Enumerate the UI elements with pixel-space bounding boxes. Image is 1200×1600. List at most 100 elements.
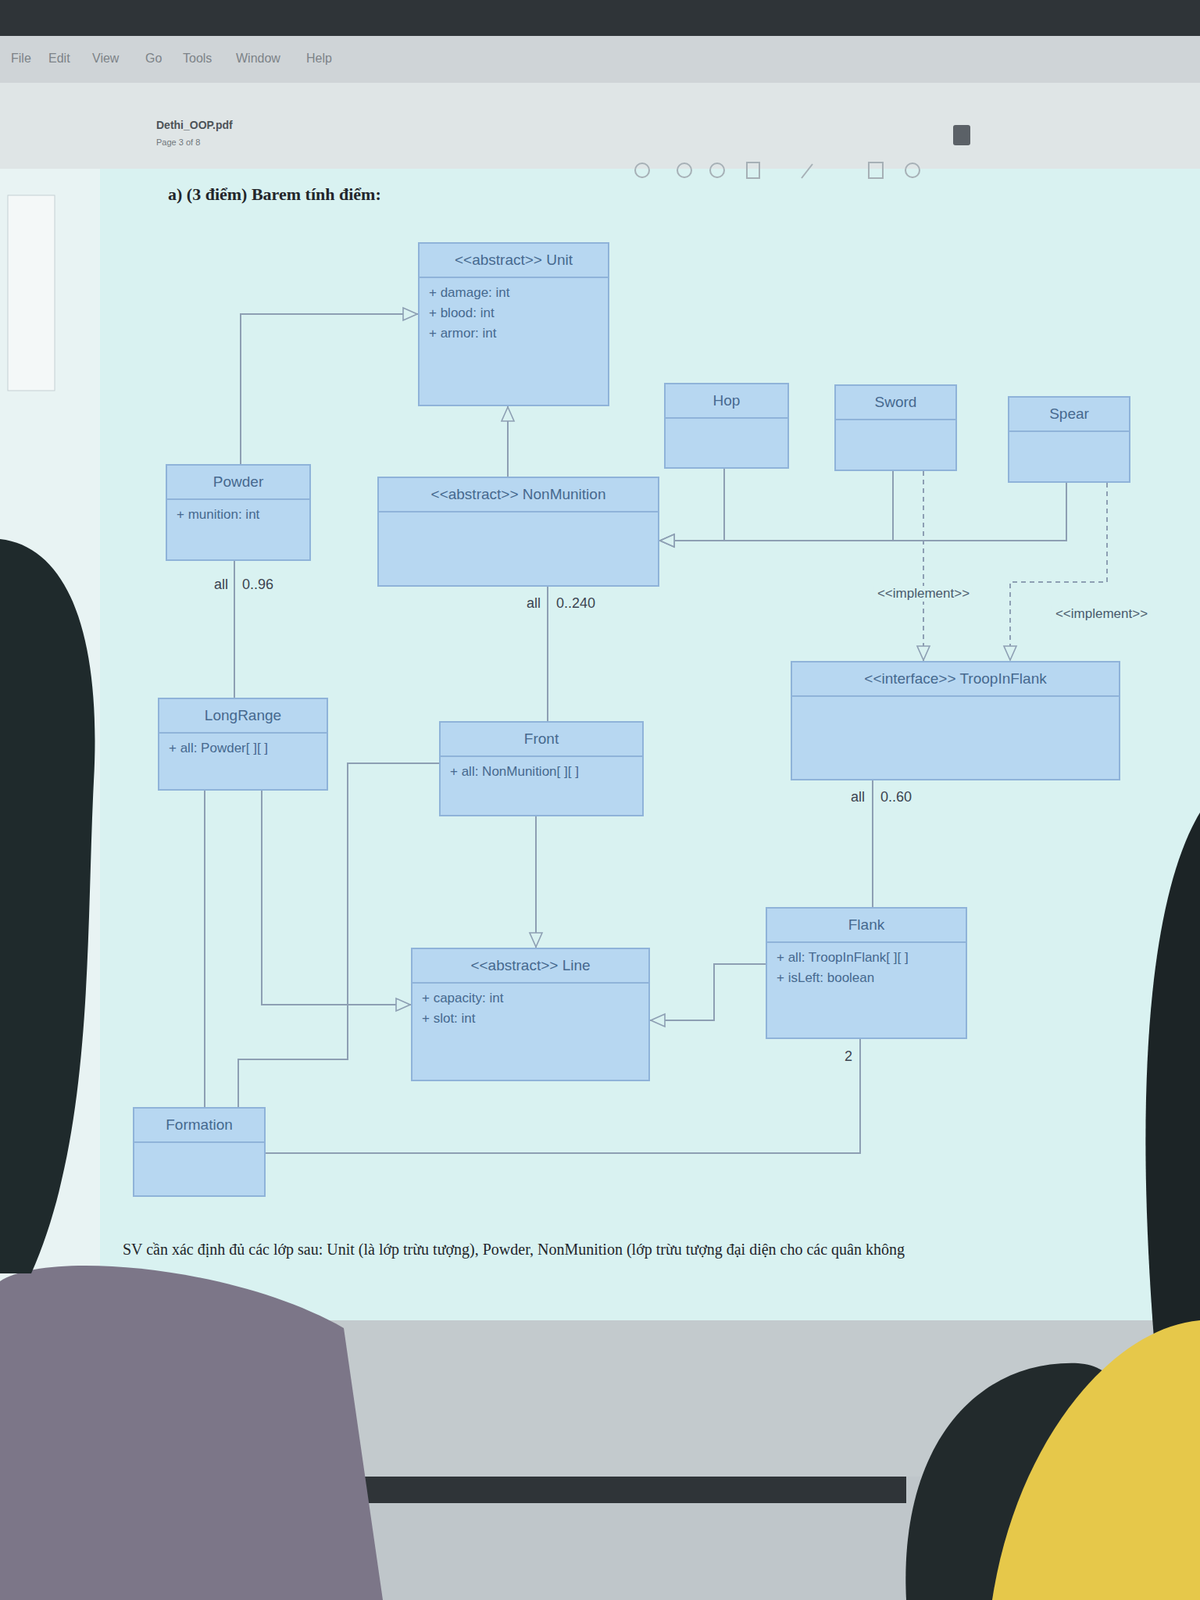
class-header: Hop	[665, 384, 788, 419]
class-attribute: + munition: int	[176, 507, 260, 523]
uml-class-box: <<abstract>> Line + capacity: int + slot: …	[410, 947, 650, 1082]
menu-bar	[0, 35, 1200, 83]
attribute-row: + all: TroopInFlank[ ][ ]	[776, 947, 957, 968]
class-name: <<abstract>> NonMunition	[431, 485, 607, 504]
class-name: <<interface>> TroopInFlank	[864, 670, 1047, 688]
realization-arrow	[922, 471, 925, 661]
stereotype-label: <<implement>>	[1052, 606, 1151, 622]
screen-bottom-bar	[359, 1476, 907, 1504]
class-attributes: + all: NonMunition[ ][ ]	[440, 757, 643, 815]
person-shirt	[992, 1320, 1200, 1600]
toolbar-icons	[635, 162, 920, 179]
class-attribute: + all: NonMunition[ ][ ]	[450, 764, 579, 780]
class-header: LongRange	[159, 699, 327, 734]
class-attribute: + capacity: int	[421, 990, 504, 1007]
uml-class-box: Sword	[834, 384, 958, 472]
class-attribute: + slot: int	[421, 1010, 476, 1027]
uml-class-box: Flank + all: TroopInFlank[ ][ ] + isLeft: …	[765, 907, 968, 1040]
role-name: all	[850, 789, 865, 806]
class-attributes	[378, 512, 658, 586]
menu-item: Edit	[48, 51, 71, 66]
realization-arrow	[1010, 482, 1108, 661]
attribute-row: + all: NonMunition[ ][ ]	[450, 761, 633, 783]
multiplicity: 2	[844, 1048, 853, 1065]
class-name: <<abstract>> Line	[470, 957, 590, 975]
menu-item: Window	[235, 51, 281, 66]
class-name: Powder	[213, 473, 264, 491]
class-name: <<abstract>> Unit	[454, 251, 573, 269]
toolbar	[0, 82, 1200, 169]
generalization-arrow	[659, 468, 725, 541]
generalization-arrow	[659, 482, 1067, 541]
menu-item: Go	[145, 51, 162, 66]
generalization-arrow	[659, 471, 893, 541]
uml-class-box: <<abstract>> Unit + damage: int + blood: i…	[417, 242, 610, 407]
generalization-arrow	[261, 790, 411, 1005]
role-name: all	[214, 576, 229, 593]
page-thumbnail	[7, 195, 55, 391]
class-header: Front	[440, 722, 643, 758]
class-attributes	[665, 418, 788, 468]
uml-class-box: Spear	[1007, 396, 1131, 483]
attribute-row: + armor: int	[428, 323, 599, 344]
attribute-row: + damage: int	[428, 282, 599, 304]
class-name: Formation	[165, 1116, 233, 1134]
class-name: Front	[524, 730, 559, 748]
class-header: <<abstract>> Unit	[419, 243, 608, 279]
class-attributes	[134, 1142, 265, 1196]
class-attribute: + isLeft: boolean	[776, 970, 875, 986]
class-attribute: + blood: int	[428, 305, 495, 322]
person-shirt	[0, 1265, 383, 1600]
uml-class-box: Formation	[132, 1107, 266, 1197]
generalization-arrow	[507, 406, 509, 477]
uml-class-box: Hop	[664, 382, 790, 469]
class-name: Spear	[1049, 405, 1090, 423]
class-attributes: + capacity: int + slot: int	[412, 983, 649, 1080]
uml-class-box: <<interface>> TroopInFlank	[790, 660, 1121, 781]
class-header: Spear	[1009, 397, 1129, 433]
attribute-row: + munition: int	[176, 504, 300, 525]
class-attributes	[792, 696, 1119, 779]
screen-top-band	[0, 0, 1200, 36]
uml-class-box: LongRange + all: Powder[ ][ ]	[157, 697, 329, 791]
attribute-row: + all: Powder[ ][ ]	[168, 738, 318, 759]
class-name: Flank	[848, 916, 885, 934]
association-line	[238, 763, 440, 1108]
class-header: Sword	[835, 385, 956, 421]
class-attributes: + all: Powder[ ][ ]	[159, 733, 327, 790]
uml-class-box: Powder + munition: int	[165, 464, 311, 561]
class-attributes	[1009, 432, 1129, 482]
class-attributes	[835, 420, 956, 470]
page-indicator: Page 3 of 8	[156, 137, 200, 147]
sidebar	[0, 168, 100, 1321]
class-header: Flank	[767, 908, 966, 943]
menu-item: View	[92, 51, 119, 66]
multiplicity: 0..60	[880, 789, 912, 806]
class-header: Formation	[134, 1108, 265, 1143]
section-title: a) (3 điểm) Barem tính điểm:	[167, 184, 382, 205]
multiplicity: 0..240	[556, 595, 596, 612]
generalization-arrow	[650, 964, 766, 1021]
attribute-row: + isLeft: boolean	[776, 967, 957, 989]
class-attribute: + all: Powder[ ][ ]	[168, 740, 268, 757]
class-header: <<interface>> TroopInFlank	[792, 662, 1119, 697]
class-attributes: + all: TroopInFlank[ ][ ] + isLeft: boole…	[767, 942, 966, 1038]
class-header: <<abstract>> NonMunition	[378, 478, 658, 513]
class-name: LongRange	[204, 707, 282, 725]
document-area	[0, 168, 1200, 1321]
role-name: all	[526, 595, 541, 612]
toolbar-icon	[953, 125, 971, 146]
generalization-arrow	[240, 314, 418, 465]
class-attribute: + damage: int	[428, 285, 511, 301]
person-hair	[0, 539, 96, 1274]
attribute-row: + slot: int	[421, 1008, 640, 1029]
association-line	[233, 560, 236, 698]
association-line	[871, 780, 874, 908]
generalization-arrow	[535, 816, 537, 948]
association-line	[203, 790, 206, 1108]
menu-item: Help	[306, 51, 333, 66]
stereotype-label: <<implement>>	[874, 585, 973, 602]
class-attributes: + damage: int + blood: int+ armor: int	[419, 278, 608, 405]
class-header: Powder	[167, 465, 310, 500]
class-name: Sword	[875, 393, 918, 411]
